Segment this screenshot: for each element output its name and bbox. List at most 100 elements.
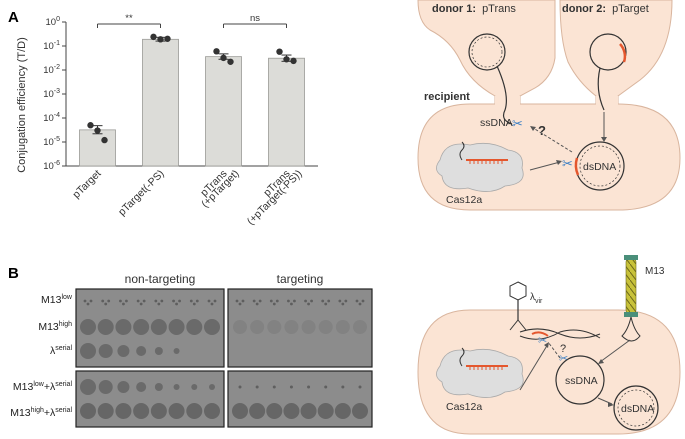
ptarget-plasmid: [589, 33, 627, 71]
header-targeting: targeting: [277, 272, 324, 286]
plaque-zone: [150, 319, 167, 335]
scissors-icon-b: ✂: [538, 335, 547, 347]
plaque-spot: [255, 302, 259, 306]
plaque-zone: [204, 319, 220, 335]
plaque-zone-faint: [250, 320, 265, 334]
plaque-spot: [207, 299, 211, 303]
plaque-zone: [324, 385, 328, 389]
plate-row-label: λserial: [50, 345, 72, 357]
plaque-spot: [324, 302, 328, 306]
plaque-spot: [210, 302, 214, 306]
plaque-zone: [98, 380, 113, 394]
data-point: [87, 122, 94, 129]
plaque-spot: [258, 299, 262, 303]
plaque-zone: [133, 403, 150, 419]
plate-panel: [227, 370, 373, 428]
y-tick-label: 100: [46, 16, 61, 28]
header-non-targeting: non-targeting: [125, 272, 196, 286]
plaque-zone: [117, 381, 130, 393]
svg-text:donor 2: pTarget: donor 2: pTarget: [562, 3, 649, 15]
plaque-zone: [209, 384, 215, 390]
plaque-zone: [307, 385, 311, 389]
plaque-zone-faint: [301, 320, 316, 334]
plaque-spot: [139, 302, 143, 306]
plaque-spot: [107, 299, 111, 303]
plaque-spot: [192, 302, 196, 306]
plaque-spot: [310, 299, 313, 303]
data-point: [101, 136, 108, 144]
plate-panel: [227, 288, 373, 368]
plaque-zone: [232, 403, 248, 419]
plate-row-label: M13low: [41, 294, 73, 306]
plaque-spot: [213, 299, 217, 303]
plaque-zone: [249, 403, 266, 419]
plaque-spot: [101, 299, 105, 303]
plaque-spot: [83, 299, 87, 303]
donor-2-cell: [559, 0, 673, 109]
plaque-zone: [168, 403, 185, 419]
plaque-zone: [80, 319, 96, 335]
question-mark-b: ?: [560, 343, 566, 355]
plaque-spot: [358, 302, 362, 306]
significance-label: **: [125, 13, 133, 24]
m13-label: M13: [645, 266, 665, 277]
plaque-zone: [186, 403, 203, 419]
dashed-arrow-a: [529, 125, 573, 153]
plate-row-label: M13low+λserial: [13, 381, 73, 393]
plaque-spot: [235, 299, 239, 303]
plaque-zone: [97, 319, 114, 335]
plaque-spot: [178, 299, 181, 303]
donor-cells: [417, 0, 556, 109]
scissors-icon-2: ✂: [562, 156, 573, 171]
plaque-zone: [300, 403, 317, 419]
plaque-zone: [358, 385, 362, 389]
plaque-zone-faint: [353, 320, 367, 334]
plaque-spot: [125, 299, 128, 303]
plaque-zone: [117, 345, 130, 357]
plaque-zone: [98, 344, 113, 358]
lambda-sub: vir: [535, 298, 543, 305]
bar: [142, 38, 179, 167]
plaque-spot: [241, 299, 245, 303]
plaque-zone-faint: [233, 320, 247, 334]
svg-text:donor 1: pTrans: donor 1: pTrans: [432, 3, 516, 15]
plaque-spot: [272, 302, 276, 306]
cas12a-label-b: Cas12a: [446, 401, 482, 413]
category-label: pTarget: [70, 168, 103, 201]
plaque-zone: [238, 385, 242, 389]
plaque-zone: [150, 403, 167, 419]
injected-dna: [519, 328, 601, 339]
plaque-zone: [154, 347, 163, 355]
panel-b-label: B: [8, 265, 19, 282]
donor-1-name: pTrans: [482, 3, 516, 15]
ssdna-label-a: ssDNA: [480, 117, 513, 129]
ptrans-ssdna-strand: [496, 65, 513, 125]
plaque-zone-faint: [284, 320, 299, 334]
plaque-spot: [355, 299, 359, 303]
plaque-zone: [191, 384, 198, 390]
plaque-spot: [327, 299, 331, 303]
plaque-spot: [304, 299, 307, 303]
plaque-zone-faint: [318, 320, 333, 334]
donor-2-prefix: donor 2:: [562, 3, 606, 15]
lambda-label: λ: [530, 292, 535, 303]
plaque-zone: [115, 319, 132, 335]
plaque-spot: [136, 299, 140, 303]
ptrans-plasmid: [468, 33, 506, 71]
category-label: pTarget(-PS): [116, 168, 167, 219]
plaque-spot: [307, 302, 310, 306]
plaque-zone: [204, 403, 220, 419]
data-point: [213, 48, 220, 55]
plaque-zone: [133, 319, 150, 335]
plaque-spot: [290, 302, 293, 306]
bar: [268, 57, 305, 167]
phage-schematic: λvir ✂ ? M13 ssDNA ✂ dsDNA: [417, 255, 681, 435]
plaque-spot: [344, 299, 348, 303]
plaque-spot: [157, 302, 161, 306]
scissors-icon: ✂: [512, 116, 523, 131]
plaque-spot: [189, 299, 193, 303]
plaque-zone: [255, 385, 259, 389]
donor-2-name: pTarget: [612, 3, 649, 15]
plaque-spot: [361, 299, 365, 303]
plaque-zone: [341, 385, 345, 389]
